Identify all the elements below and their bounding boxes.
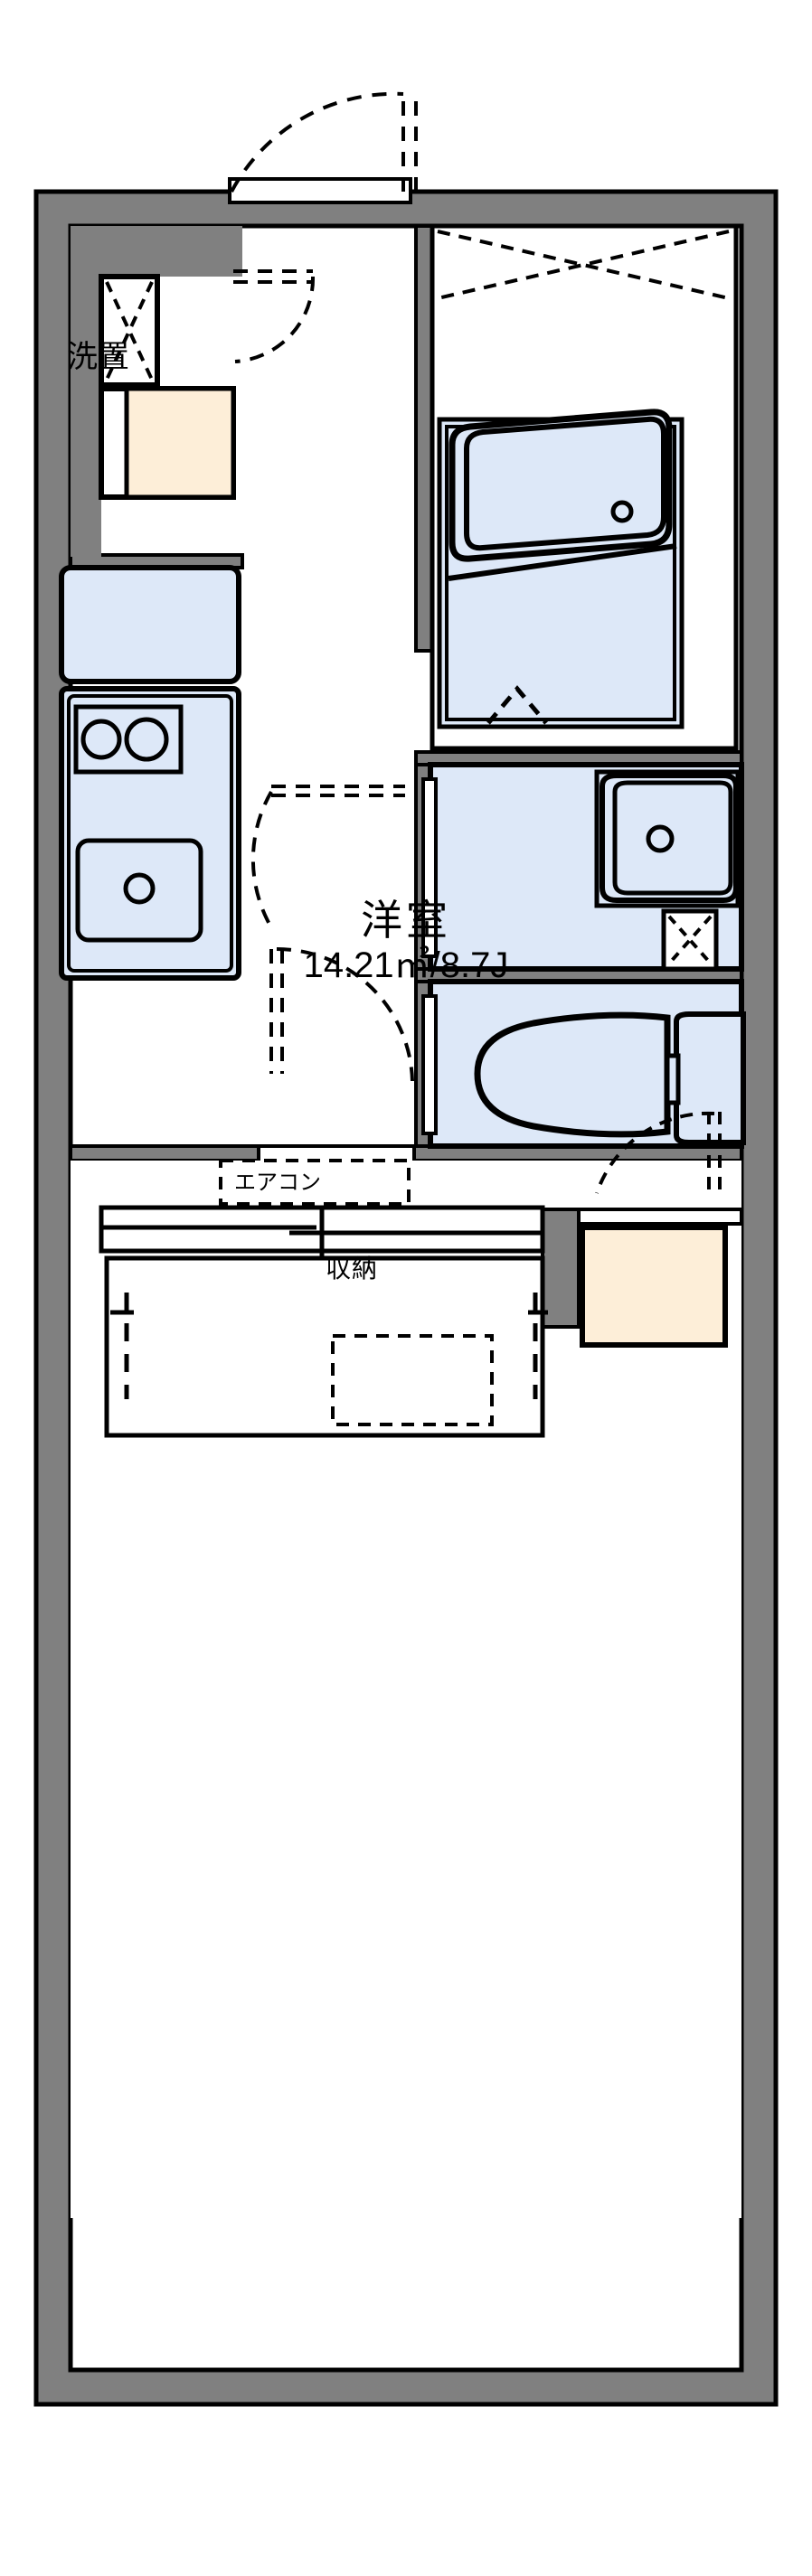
entrance-door[interactable] <box>228 90 418 204</box>
main-room-name-label: 洋室 <box>361 897 451 944</box>
washer-space-label: 洗置 <box>67 340 130 374</box>
air-conditioner <box>219 1159 411 1206</box>
washbasin-room <box>421 762 744 972</box>
entry-storage-box <box>99 386 236 500</box>
main-room-area-label: 14.21㎡/8.7J <box>303 945 509 985</box>
closet-label: 収納 <box>326 1255 379 1283</box>
unit-bath <box>430 223 739 751</box>
kitchen-counter <box>59 565 241 981</box>
shoe-box <box>99 274 160 388</box>
air-conditioner-label: エアコン <box>234 1170 321 1195</box>
closet <box>541 1111 743 1348</box>
balcony-sliding-window[interactable] <box>99 1205 548 1438</box>
toilet-room <box>421 979 746 1149</box>
